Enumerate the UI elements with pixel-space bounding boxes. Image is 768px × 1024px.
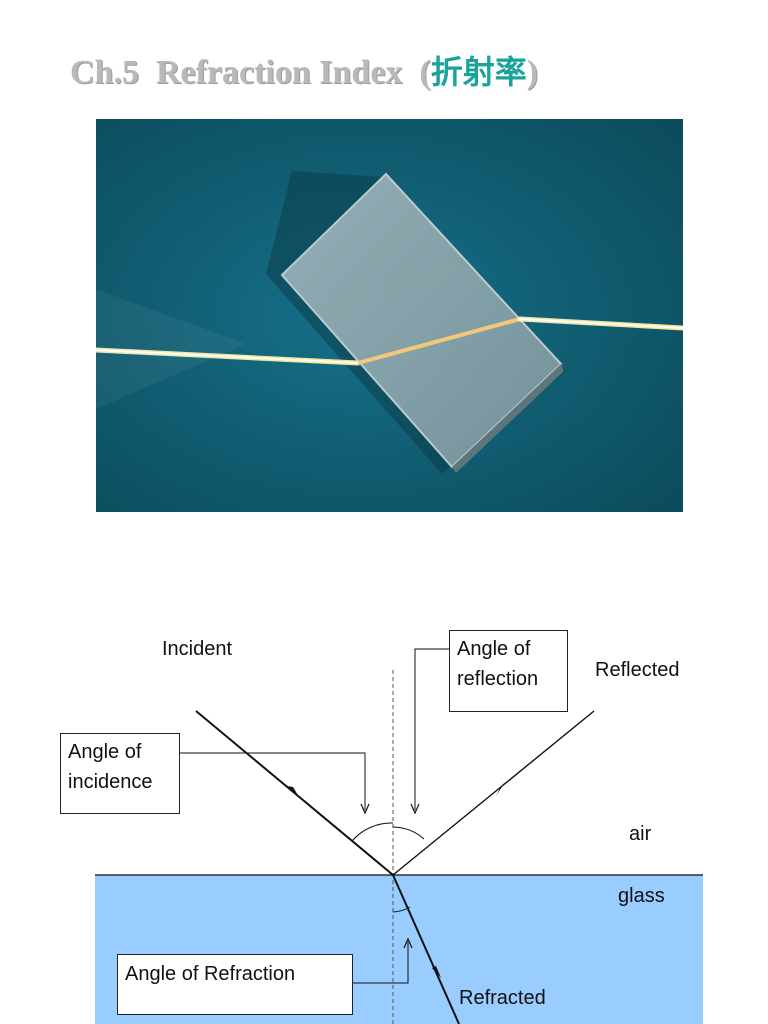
incident-label: Incident <box>162 638 233 660</box>
reflection-glow <box>96 289 246 409</box>
incidence-leader <box>180 752 366 810</box>
angle-of-refraction-box: Angle of Refraction <box>117 954 353 1015</box>
angle-of-reflection-box: Angle of reflection <box>449 630 568 712</box>
glass-block-edge <box>452 364 564 473</box>
glass-label: glass <box>618 885 665 907</box>
emergent-beam-core <box>519 318 683 329</box>
angle-of-incidence-box: Angle of incidence <box>60 733 180 814</box>
angle-of-reflection-line-1: Angle of <box>457 638 531 660</box>
angle-of-refraction-text: Angle of Refraction <box>125 963 296 985</box>
title-suffix: ) <box>526 54 539 91</box>
angle-of-incidence-line-2: incidence <box>68 771 153 793</box>
angle-of-incidence-line-1: Angle of <box>68 741 142 763</box>
reflected-ray <box>392 710 595 876</box>
reflection-leader <box>414 648 449 810</box>
incident-ray <box>195 710 394 876</box>
reflected-arrow <box>496 782 505 796</box>
slide-title: Ch.5 Refraction Index (折射率) <box>70 52 538 93</box>
incident-beam-core <box>96 349 359 364</box>
reflected-label: Reflected <box>595 659 680 681</box>
refraction-photo <box>96 119 683 512</box>
refracted-beam <box>357 317 521 365</box>
incident-arrow <box>288 786 299 797</box>
incidence-leader-arrow <box>360 803 370 815</box>
reflection-leader-arrow <box>410 803 420 815</box>
refraction-leader <box>353 942 409 984</box>
incidence-arc <box>351 822 394 842</box>
refraction-leader-arrow <box>403 937 413 949</box>
refracted-label: Refracted <box>459 987 546 1009</box>
angle-of-reflection-line-2: reflection <box>457 668 539 690</box>
refracted-arrow <box>432 966 441 978</box>
title-cjk: 折射率 <box>430 53 527 91</box>
refracted-ray <box>392 874 460 1024</box>
title-prefix: Ch.5 Refraction Index ( <box>70 54 431 91</box>
air-label: air <box>629 823 652 845</box>
reflection-arc <box>392 826 425 840</box>
refraction-arc <box>392 906 411 913</box>
